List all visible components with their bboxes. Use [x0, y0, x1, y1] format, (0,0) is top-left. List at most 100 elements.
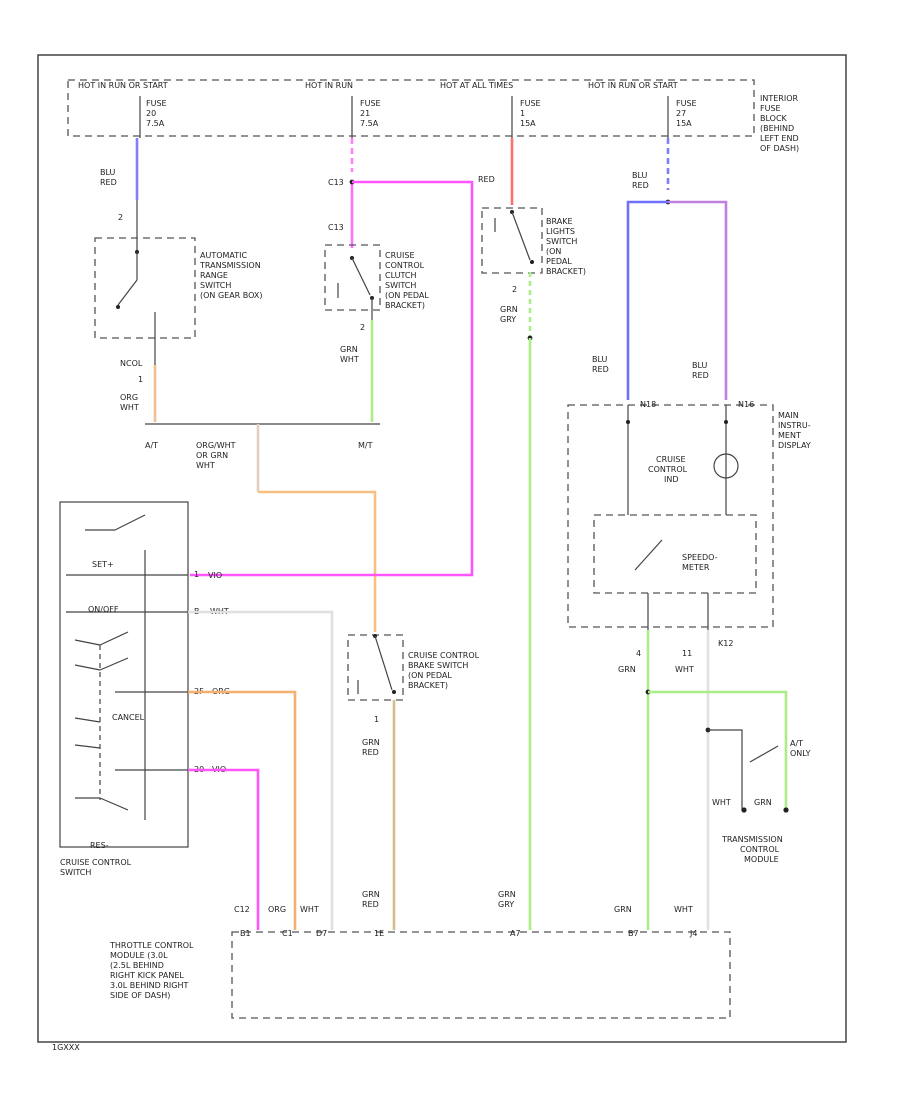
pin-label: 1E [374, 929, 384, 938]
fuse-20-number: 20 [146, 109, 156, 118]
svg-text:(ON: (ON [546, 247, 561, 256]
fuse-21-number: 21 [360, 109, 370, 118]
svg-text:RANGE: RANGE [200, 271, 228, 280]
wire-wht-onoff [188, 610, 334, 930]
svg-text:DISPLAY: DISPLAY [778, 441, 811, 450]
cruise-control-switch-internals: SET+ ON/OFF CANCEL RES- [66, 514, 188, 850]
wire-label-wht: WHT [300, 905, 319, 914]
wire-label-vio: VIO [208, 571, 222, 580]
brake-lights-switch-box [481, 207, 543, 274]
svg-text:CRUISE: CRUISE [656, 455, 686, 464]
fuse-20: FUSE 20 7.5A [139, 96, 167, 138]
pin-label: 2 [360, 323, 365, 332]
speedometer-box [593, 514, 757, 594]
instrument-display-label: MAIN INSTRU- MENT DISPLAY [778, 411, 811, 450]
svg-text:CRUISE: CRUISE [385, 251, 415, 260]
on-off-label: ON/OFF [88, 605, 119, 614]
svg-text:(ON GEAR BOX): (ON GEAR BOX) [200, 291, 263, 300]
bus-label-2: HOT IN RUN [305, 81, 353, 90]
pin-label: K12 [718, 639, 733, 648]
pin-label: C1 [282, 929, 293, 938]
fuse-27-amps: 15A [676, 119, 692, 128]
svg-text:MAIN: MAIN [778, 411, 799, 420]
fuse-1-label: FUSE [520, 99, 541, 108]
wire-blu-right [668, 200, 728, 400]
wire-blu-left [626, 200, 668, 400]
svg-text:ONLY: ONLY [790, 749, 811, 758]
cc-brake-switch [357, 634, 396, 694]
pin-label: 2 [118, 213, 123, 222]
svg-text:FUSE: FUSE [760, 104, 781, 113]
wire-label-ncol: NCOL [120, 359, 143, 368]
svg-text:BRAKE SWITCH: BRAKE SWITCH [408, 661, 468, 670]
svg-text:CONTROL: CONTROL [648, 465, 688, 474]
brake-lights-switch-label: BRAKE LIGHTS SWITCH (ON PEDAL BRACKET) [546, 217, 586, 276]
wire-label-wht: WHT [120, 403, 139, 412]
at-only-label: A/T ONLY [790, 739, 811, 758]
svg-text:CONTROL: CONTROL [740, 845, 780, 854]
tcm-label: TRANSMISSION CONTROL MODULE [721, 835, 783, 864]
fuse-27-number: 27 [676, 109, 686, 118]
svg-text:MODULE: MODULE [744, 855, 779, 864]
pin-label: D7 [316, 929, 327, 938]
svg-text:CONTROL: CONTROL [385, 261, 425, 270]
res-minus-label: RES- [90, 841, 109, 850]
svg-text:(2.5L BEHIND: (2.5L BEHIND [110, 961, 164, 970]
svg-text:CRUISE CONTROL: CRUISE CONTROL [60, 858, 132, 867]
svg-text:INSTRU-: INSTRU- [778, 421, 811, 430]
speedometer-label: SPEEDO- METER [682, 553, 718, 572]
pin-label: C13 [328, 223, 344, 232]
wire-wht-tcm [708, 729, 743, 810]
svg-text:THROTTLE CONTROL: THROTTLE CONTROL [109, 941, 194, 950]
fuse-1-amps: 15A [520, 119, 536, 128]
fuse-21-label: FUSE [360, 99, 381, 108]
bus-label-3: HOT AT ALL TIMES [440, 81, 513, 90]
pin-label: 4 [636, 649, 641, 658]
wire-label-grn: GRN [500, 305, 518, 314]
wire-label-blu: BLU [632, 171, 648, 180]
wire-org-cancel [188, 690, 297, 930]
svg-text:BRACKET): BRACKET) [546, 267, 586, 276]
wire-label-red-1: RED [100, 178, 117, 187]
fuse-21: FUSE 21 7.5A [351, 96, 381, 138]
wire-label-blu-1: BLU [100, 168, 116, 177]
pin-label: 11 [682, 649, 692, 658]
svg-text:BRAKE: BRAKE [546, 217, 573, 226]
pin-label: 1 [194, 570, 199, 579]
diagram-frame [37, 54, 847, 1043]
svg-text:BLOCK: BLOCK [760, 114, 788, 123]
instrument-display-box [567, 404, 774, 628]
wire-label-grn: GRN [498, 890, 516, 899]
fuse-20-amps: 7.5A [146, 119, 165, 128]
wire-label-red: RED [478, 175, 495, 184]
svg-text:CRUISE CONTROL: CRUISE CONTROL [408, 651, 480, 660]
wire-label-wht: WHT [340, 355, 359, 364]
pin-label: C12 [234, 905, 250, 914]
clutch-switch-label: CRUISE CONTROL CLUTCH SWITCH (ON PEDAL B… [385, 251, 429, 310]
wire-label-wht: WHT [674, 905, 693, 914]
wire-label-grn: GRN [754, 798, 772, 807]
cancel-label: CANCEL [112, 713, 145, 722]
svg-text:RIGHT KICK PANEL: RIGHT KICK PANEL [110, 971, 184, 980]
splice-label-2: OR GRN [196, 451, 228, 460]
svg-text:INTERIOR: INTERIOR [760, 94, 799, 103]
svg-text:BRACKET): BRACKET) [408, 681, 448, 690]
bus-label-4: HOT IN RUN OR START [588, 81, 678, 90]
wire-label-red-r: RED [692, 371, 709, 380]
wire-label-wht: WHT [712, 798, 731, 807]
pin-label: C13 [328, 178, 344, 187]
fuse-20-label: FUSE [146, 99, 167, 108]
splice-label-3: WHT [196, 461, 215, 470]
wire-label-gry: GRY [498, 900, 514, 909]
trans-range-switch-label: AUTOMATIC TRANSMISSION RANGE SWITCH (ON … [199, 251, 263, 300]
wire-label-gry: GRY [500, 315, 516, 324]
wire-label-wht: WHT [675, 665, 694, 674]
wire-label-red: RED [632, 181, 649, 190]
speedometer-switch [634, 539, 663, 571]
svg-text:SWITCH: SWITCH [60, 868, 91, 877]
svg-text:BRACKET): BRACKET) [385, 301, 425, 310]
svg-text:SIDE OF DASH): SIDE OF DASH) [110, 991, 170, 1000]
trans-range-switch [116, 250, 156, 365]
trans-range-switch-box [94, 237, 196, 339]
